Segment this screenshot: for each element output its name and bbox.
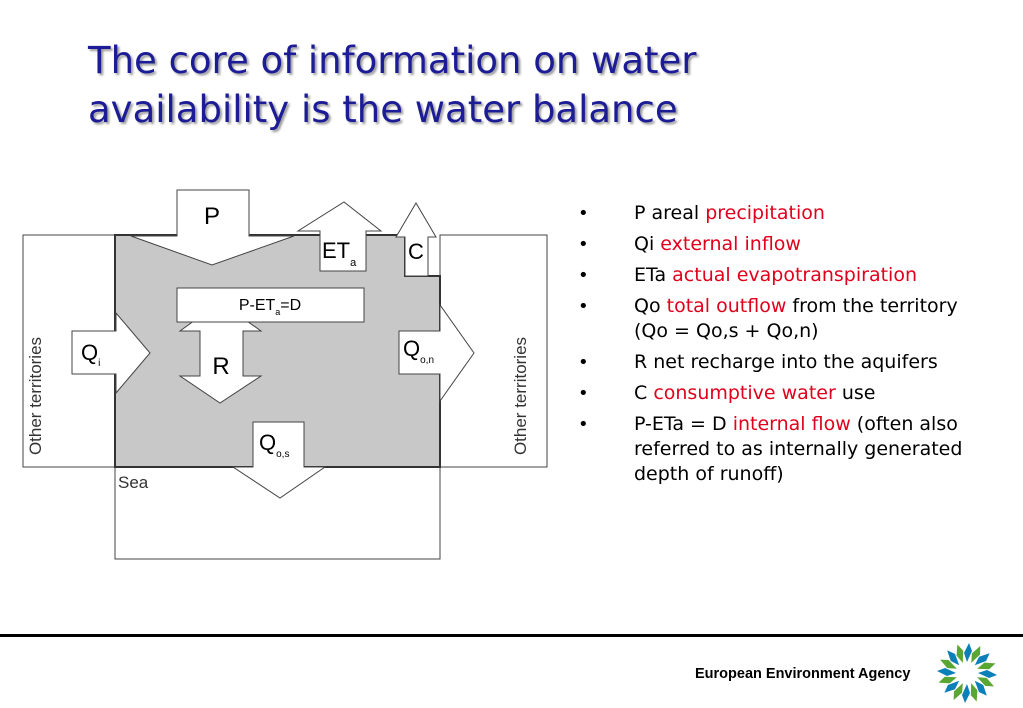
definition-item-eta: ETa actual evapotranspiration — [574, 263, 964, 288]
footer-divider — [0, 634, 1023, 637]
logo-ray — [944, 680, 960, 693]
definition-text: P areal — [634, 202, 706, 224]
consumptive-use-arrow — [395, 202, 437, 277]
definition-text: P-ETa = D — [634, 413, 733, 435]
definition-text-after: use — [835, 382, 876, 404]
logo-ray — [971, 646, 981, 663]
outflow-sea-arrow — [231, 421, 327, 499]
definition-highlight: precipitation — [705, 202, 825, 224]
logo-ray — [970, 683, 978, 702]
external-inflow-label-sub: i — [98, 358, 100, 369]
definition-highlight: total outflow — [666, 295, 787, 317]
definition-text: C — [634, 382, 654, 404]
sea-label: Sea — [118, 473, 149, 492]
recharge-label: R — [212, 353, 229, 380]
definition-text-after: (often also referred to as internally ge… — [634, 413, 963, 485]
definition-item-p: P areal precipitation — [574, 201, 964, 226]
logo-ray — [947, 650, 960, 666]
definition-item-c: C consumptive water use — [574, 381, 964, 406]
recharge-arrow — [178, 301, 263, 404]
definition-item-r: R net recharge into the aquifers — [574, 350, 964, 375]
logo-ray — [977, 662, 996, 670]
logo-ray — [953, 683, 963, 700]
definition-text: Qo — [634, 295, 667, 317]
evapotranspiration-label: ETa — [322, 238, 357, 269]
logo-ray — [978, 670, 997, 678]
logo-ray — [956, 644, 964, 663]
outflow-sea-label-main: Q — [259, 430, 276, 455]
external-inflow-label-main: Q — [81, 340, 98, 365]
internal-flow-label-sub: a — [275, 307, 280, 317]
slide-title: The core of information on water availab… — [88, 36, 888, 134]
precipitation-label: P — [204, 203, 220, 230]
definition-text: ETa — [634, 264, 673, 286]
external-inflow-label: Qi — [81, 340, 100, 369]
outflow-north-arrow — [398, 303, 475, 403]
definition-highlight: consumptive water — [653, 382, 836, 404]
internal-flow-label-post: =D — [280, 297, 301, 314]
eea-sun-logo-icon — [937, 643, 997, 703]
definition-item-qo: Qo total outflow from the territory (Qo … — [574, 294, 964, 344]
definition-highlight: actual evapotranspiration — [672, 264, 917, 286]
outflow-sea-label-sub: o,s — [276, 449, 289, 460]
logo-ray — [940, 659, 957, 669]
definition-item-qi: Qi external inflow — [574, 232, 964, 257]
internal-flow-box — [176, 287, 365, 323]
definition-highlight: external inflow — [660, 233, 801, 255]
evapotranspiration-arrow — [296, 201, 383, 272]
definition-item-d: P-ETa = D internal flow (often also refe… — [574, 412, 964, 487]
logo-ray — [937, 668, 956, 676]
agency-name: European Environment Agency — [695, 666, 911, 682]
outflow-north-label-sub: o,n — [420, 355, 434, 366]
outflow-north-label: Qo,n — [403, 336, 434, 366]
definition-text: R net recharge into the aquifers — [634, 351, 938, 373]
consumptive-use-label: C — [408, 239, 424, 264]
slide-title-line-2: availability is the water balance — [88, 88, 678, 131]
definition-text: Qi — [634, 233, 661, 255]
logo-ray — [974, 653, 990, 666]
external-inflow-arrow — [71, 311, 151, 395]
definition-text-after: from the territory (Qo = Qo,s + Qo,n) — [634, 295, 958, 342]
outflow-north-label-main: Q — [403, 336, 420, 361]
precipitation-arrow — [130, 189, 295, 266]
internal-flow-label-pre: P-ET — [239, 297, 276, 314]
logo-ray — [964, 643, 972, 662]
logo-ray — [977, 677, 994, 687]
logo-ray — [962, 684, 970, 703]
logo-ray — [974, 680, 987, 696]
other-territories-left-label: Other territories — [26, 337, 45, 455]
definition-highlight: internal flow — [732, 413, 851, 435]
slide-title-line-1: The core of information on water — [88, 39, 697, 82]
internal-flow-label: P-ETa=D — [239, 297, 301, 317]
outflow-sea-label: Qo,s — [259, 430, 289, 460]
definitions-list: P areal precipitation Qi external inflow… — [574, 201, 964, 493]
logo-ray — [938, 676, 957, 684]
other-territories-right-label: Other territories — [511, 337, 530, 455]
evapotranspiration-label-main: ET — [322, 238, 350, 263]
evapotranspiration-label-sub: a — [350, 257, 357, 269]
